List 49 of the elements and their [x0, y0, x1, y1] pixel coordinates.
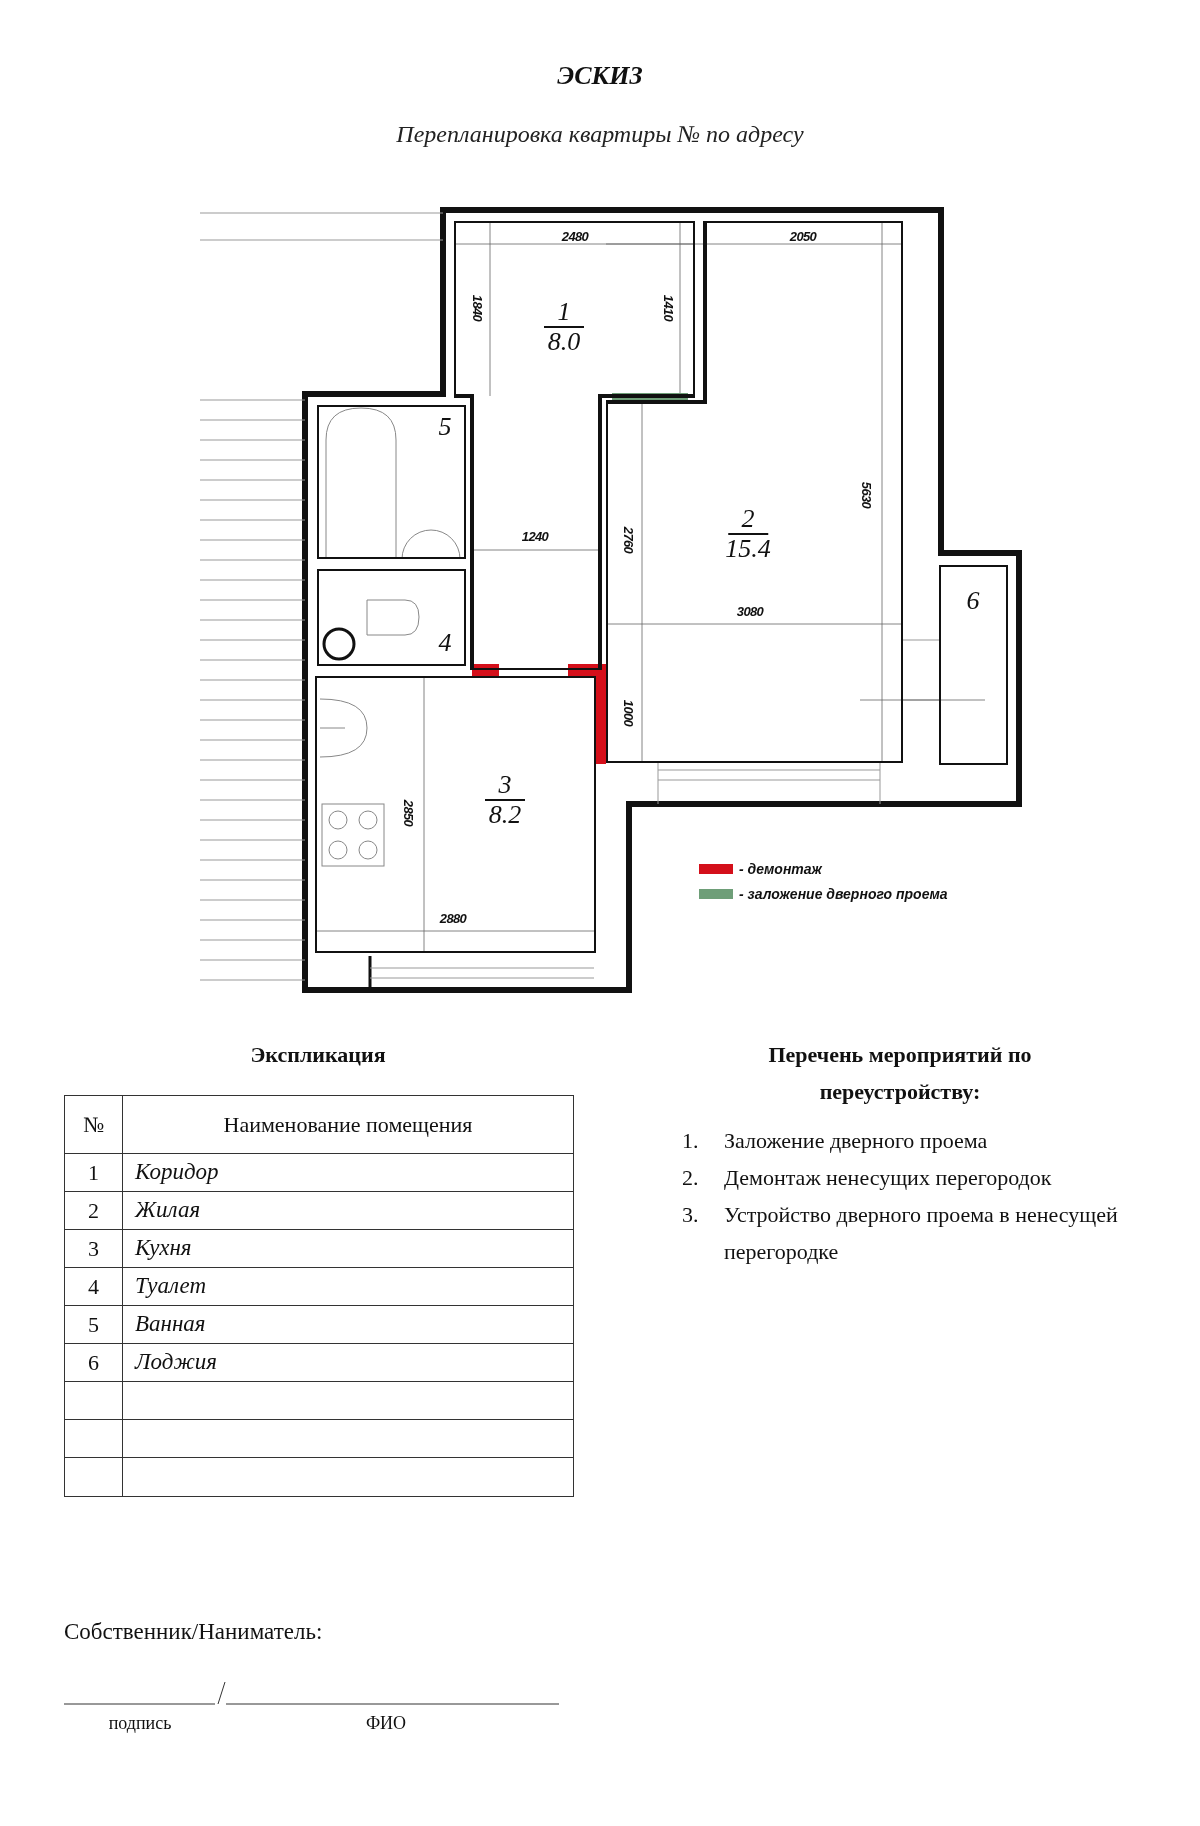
legend-text: - заложение дверного проема: [739, 887, 948, 901]
header-cell-text: №: [83, 1111, 104, 1139]
row-number: 6: [88, 1349, 99, 1377]
room-area: 15.4: [725, 536, 771, 562]
row-number: 1: [88, 1159, 99, 1187]
dimension-text: 1840: [470, 293, 484, 323]
signature-caption: подпись: [108, 1712, 172, 1735]
dimension-text: 1240: [520, 529, 550, 543]
dimension-text: 2850: [401, 798, 415, 828]
dimension-text: 1000: [621, 698, 635, 728]
legend-text: - демонтаж: [739, 862, 822, 876]
dimension-text: 2760: [621, 525, 635, 555]
room-name: Жилая: [135, 1196, 201, 1225]
dimension-text: 1410: [661, 293, 675, 323]
room-name: Туалет: [135, 1272, 207, 1301]
list-number: 2.: [682, 1164, 700, 1192]
list-item-text: Демонтаж ненесущих перегородок: [724, 1164, 1052, 1192]
row-number: 5: [88, 1311, 99, 1339]
list-item-text: Заложение дверного проема: [724, 1127, 988, 1155]
header-cell-text: Наименование помещения: [223, 1111, 473, 1139]
owner-label: Собственник/Наниматель:: [64, 1618, 323, 1646]
room-number: 6: [966, 588, 980, 614]
dimension-text: 2880: [438, 911, 468, 925]
page-title: ЭСКИЗ: [556, 60, 644, 92]
room-name: Ванная: [135, 1310, 206, 1339]
dimension-text: 2480: [560, 229, 590, 243]
dimension-text: 5630: [859, 480, 873, 510]
measures-heading: Перечень мероприятий по переустройству:: [767, 1041, 1033, 1106]
row-number: 3: [88, 1235, 99, 1263]
room-number: 1: [557, 299, 571, 325]
room-number: 4: [438, 630, 452, 656]
room-number: 5: [438, 414, 452, 440]
table-heading: Экспликация: [249, 1041, 387, 1069]
list-number: 1.: [682, 1127, 700, 1155]
room-number: 2: [741, 506, 755, 532]
room-name: Лоджия: [135, 1348, 217, 1377]
row-number: 2: [88, 1197, 99, 1225]
name-caption: ФИО: [365, 1712, 407, 1735]
dimension-text: 3080: [735, 604, 765, 618]
room-area: 8.0: [547, 329, 581, 355]
room-name: Коридор: [135, 1158, 219, 1187]
room-number: 3: [498, 772, 512, 798]
subtitle: Перепланировка квартиры № по адресу: [395, 120, 805, 149]
list-number: 3.: [682, 1201, 700, 1229]
dimension-text: 2050: [788, 229, 818, 243]
row-number: 4: [88, 1273, 99, 1301]
room-name: Кухня: [135, 1234, 192, 1263]
list-item-text: Устройство дверного проема в ненесущей перегородке: [724, 1201, 1119, 1266]
room-area: 8.2: [488, 802, 522, 828]
